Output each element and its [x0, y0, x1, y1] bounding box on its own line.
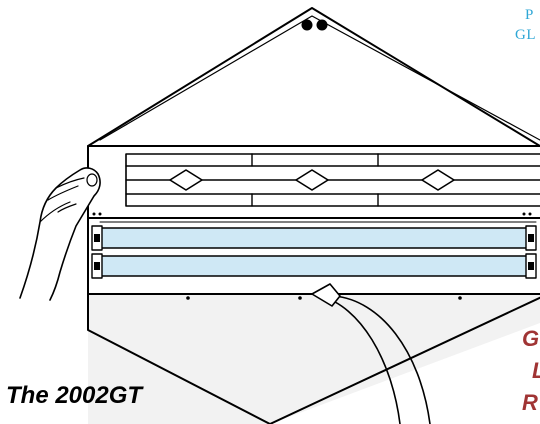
lamp-tube-upper: [99, 227, 529, 249]
lamp-housing: [87, 217, 540, 295]
lamp-socket-left: [91, 225, 103, 279]
lower-tray: [87, 293, 540, 424]
hand-icon: [19, 167, 101, 301]
rivet-icon: [301, 19, 328, 31]
note-red-line2: L: [532, 358, 540, 384]
note-red-line3: R: [522, 390, 538, 415]
note-blue-line1: P: [525, 7, 534, 23]
product-caption: The 2002GT: [6, 382, 143, 409]
note-blue-line2: GL: [515, 27, 536, 43]
lamp-socket-right: [525, 225, 537, 279]
lamp-tube-lower: [99, 255, 529, 277]
fixture-lid: [87, 7, 540, 147]
curved-arrow-icon: [311, 283, 431, 424]
diffuser-panel: [87, 145, 540, 219]
note-red-line1: G: [522, 326, 540, 351]
